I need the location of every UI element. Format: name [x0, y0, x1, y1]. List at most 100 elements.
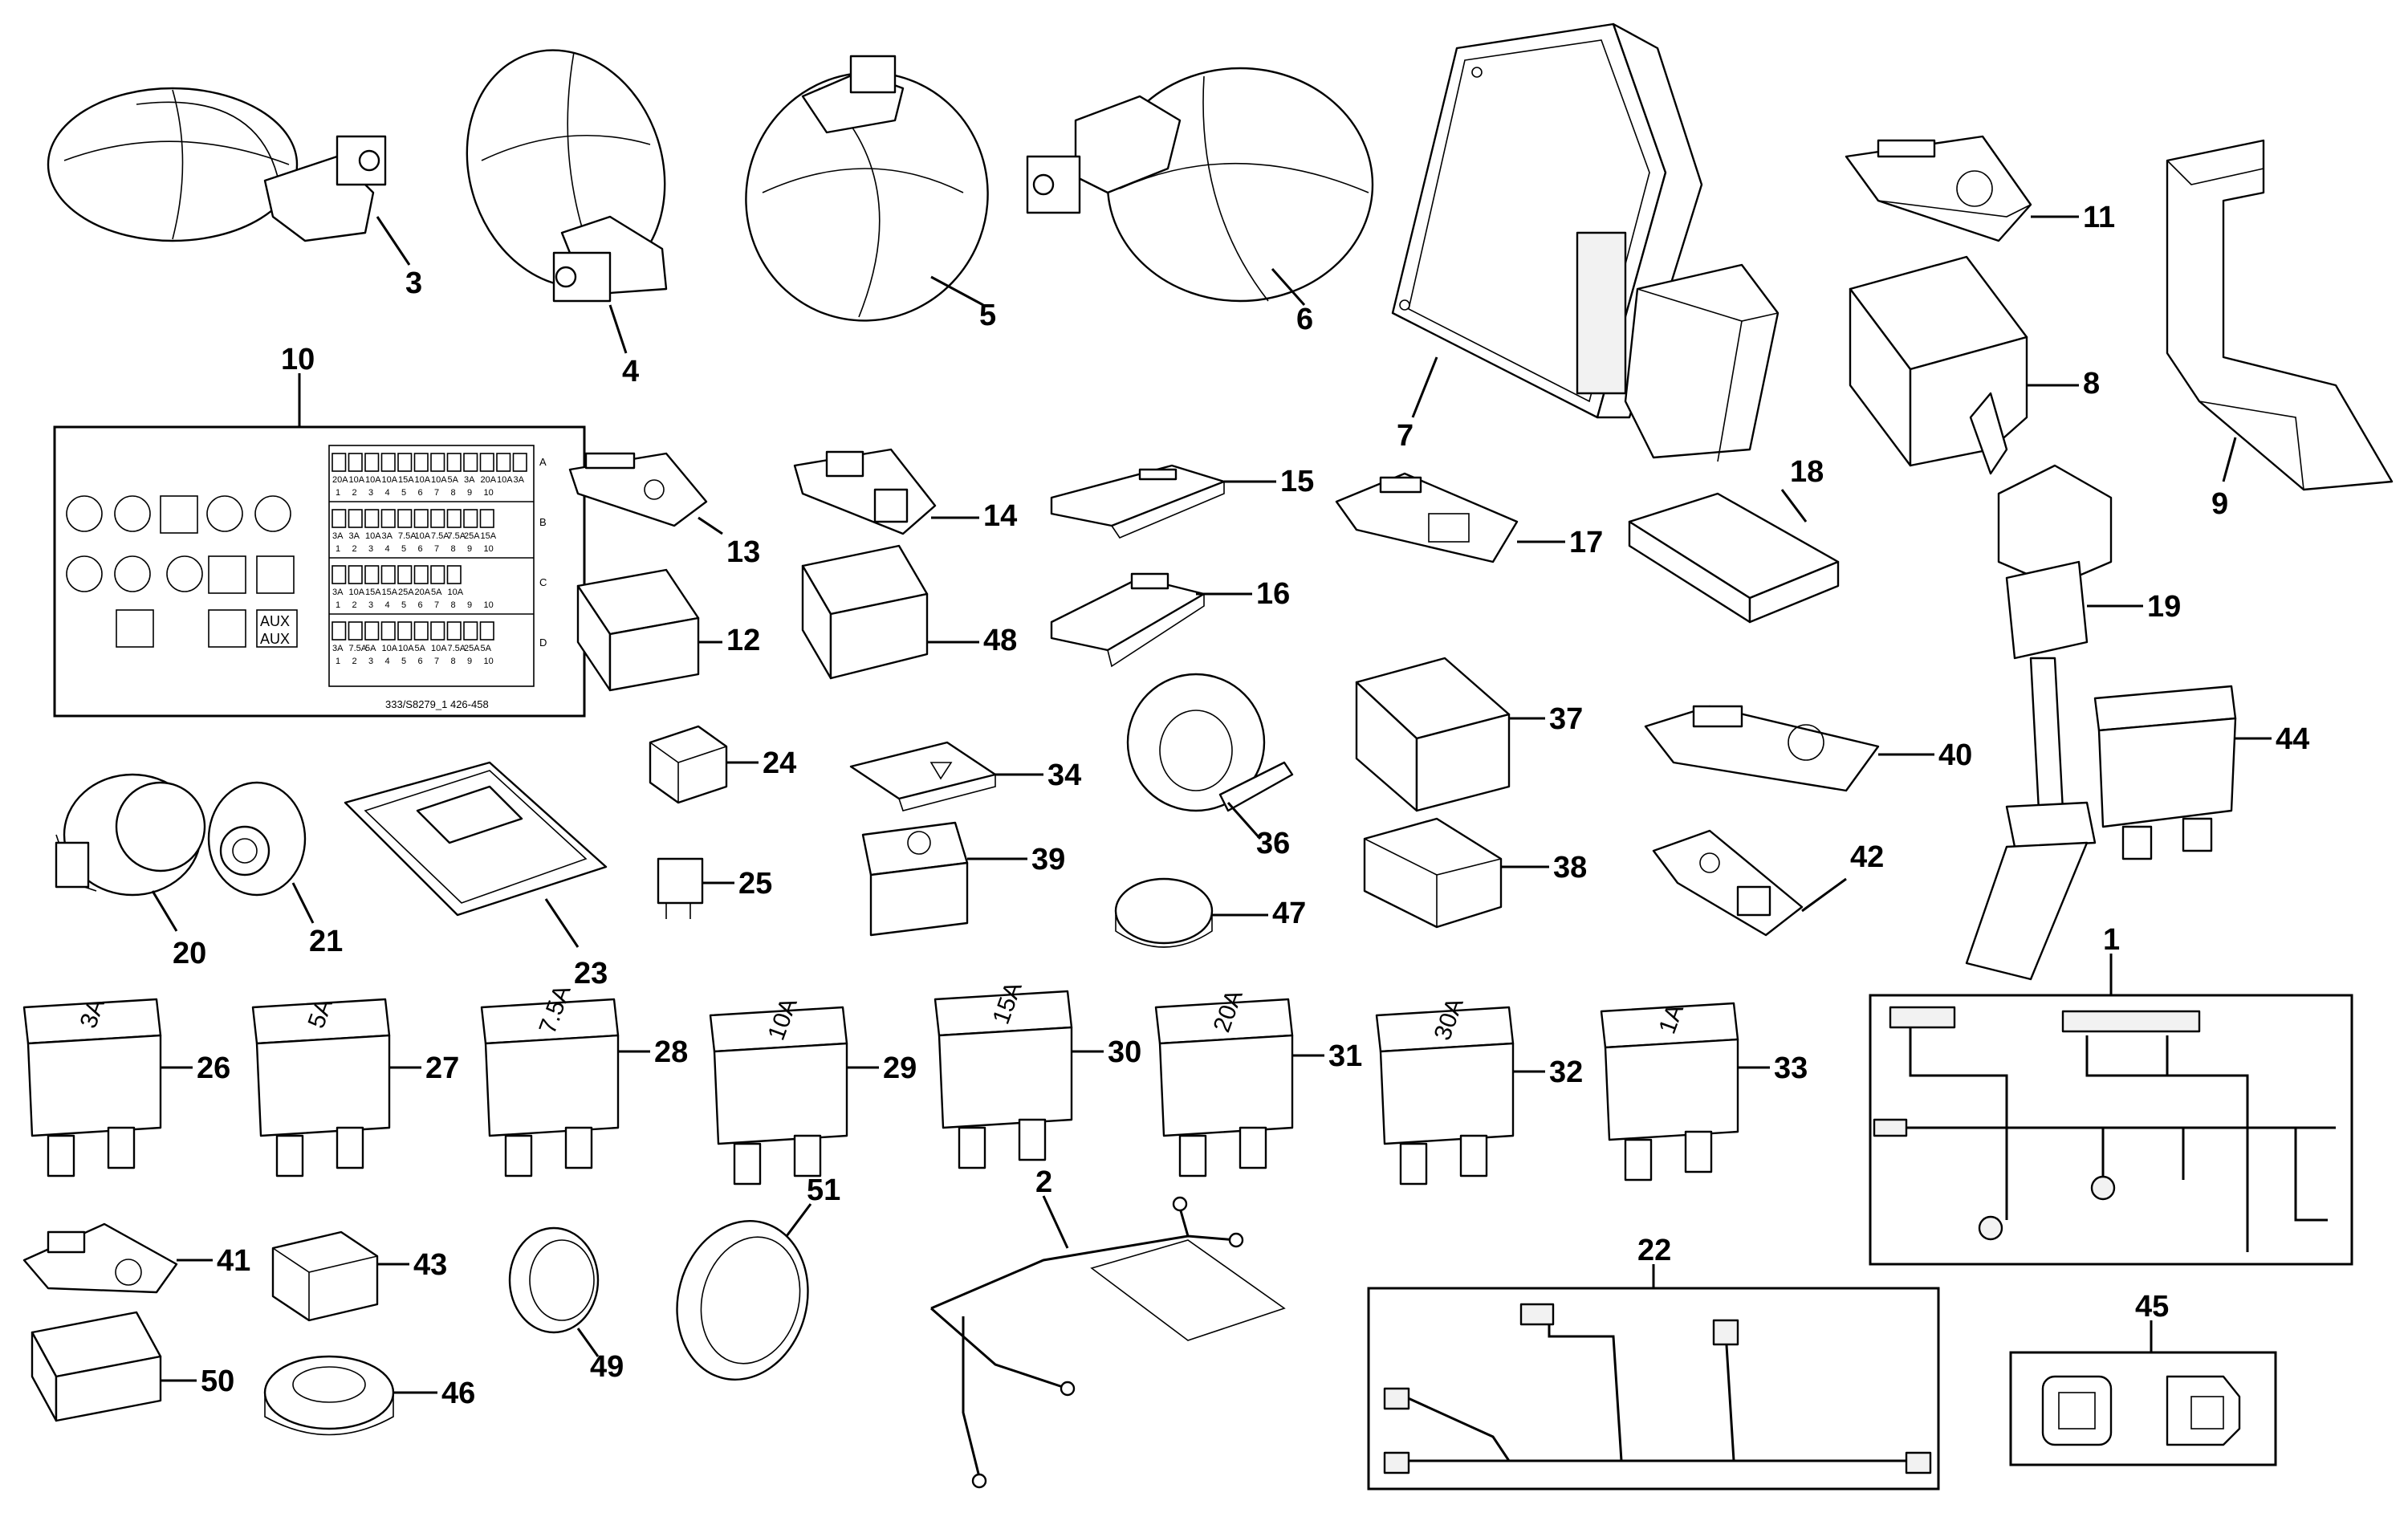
- row-label-d: D: [539, 636, 547, 649]
- fuse-symbol-4-5: [397, 621, 413, 641]
- fuse-column-number: 7: [434, 600, 439, 610]
- fuse-rating-cell: 3A: [514, 475, 525, 485]
- callout-23: 23: [574, 957, 608, 990]
- label-icons: AUX AUX: [66, 495, 298, 648]
- fuse-symbol-4-9: [463, 621, 478, 641]
- fuse-32: 30A: [1375, 994, 1545, 1186]
- fuse-column-number: 5: [401, 488, 406, 498]
- fuse-column-number: 1: [336, 600, 340, 610]
- fuse-rating-cell: 3A: [332, 644, 344, 653]
- rocker-switch-34: [849, 741, 1043, 811]
- callout-13: 13: [726, 535, 760, 569]
- fuse-symbol-1-12: [512, 453, 527, 472]
- callout-26: 26: [197, 1051, 230, 1085]
- rocker-switch-41: [22, 1222, 213, 1294]
- fuse-symbol-2-5: [397, 509, 413, 528]
- fuse-symbol-3-8: [446, 565, 462, 584]
- fuse-symbol-2-4: [380, 509, 396, 528]
- aux-label-2: AUX: [260, 631, 290, 647]
- callout-48: 48: [983, 624, 1017, 657]
- fuse-rating-cell: 10A: [448, 588, 464, 597]
- fuse-column-number: 10: [484, 488, 494, 498]
- fuse-rating-cell: 25A: [464, 531, 480, 541]
- callout-41: 41: [217, 1244, 250, 1278]
- callout-2: 2: [1035, 1165, 1052, 1199]
- fuse-column-number: 1: [336, 488, 340, 498]
- fuse-rating-cell: 20A: [415, 588, 431, 597]
- callout-15: 15: [1280, 465, 1314, 498]
- fuse-symbol-4-6: [413, 621, 429, 641]
- fuse-symbol-2-9: [463, 509, 478, 528]
- connector-38: [1363, 817, 1549, 929]
- fuse-column-number: 7: [434, 657, 439, 666]
- callout-1: 1: [2103, 923, 2120, 957]
- main-harness-1: [1869, 954, 2353, 1266]
- fuse-31: 20A: [1154, 986, 1324, 1177]
- callout-31: 31: [1328, 1039, 1362, 1073]
- fuse-column-number: 10: [484, 600, 494, 610]
- fuse-30: 15A: [934, 978, 1104, 1169]
- callout-49: 49: [590, 1350, 624, 1384]
- callout-12: 12: [726, 624, 760, 657]
- switch-housing-50: [31, 1311, 197, 1422]
- rocker-switch-23: [344, 761, 608, 948]
- callout-5: 5: [979, 299, 996, 332]
- fuse-column-number: 3: [368, 657, 373, 666]
- fuse-column-number: 1: [336, 657, 340, 666]
- fuse-symbol-1-2: [348, 453, 363, 472]
- callout-25: 25: [738, 867, 772, 901]
- rocker-switch-14: [793, 448, 979, 535]
- fuse-rating-cell: 7.5A: [398, 531, 417, 541]
- fuse-symbol-1-8: [446, 453, 462, 472]
- callout-7: 7: [1397, 419, 1413, 453]
- fuse-column-number: 6: [418, 600, 423, 610]
- fuse-column-number: 8: [451, 488, 456, 498]
- callout-36: 36: [1256, 827, 1290, 860]
- cover-18: [1628, 489, 1840, 624]
- fuse-rating-cell: 10A: [365, 531, 381, 541]
- fuse-column-number: 6: [418, 488, 423, 498]
- fuse-symbol-1-6: [413, 453, 429, 472]
- fuse-28: 7.5A: [480, 982, 650, 1177]
- fuse-rating-cell: 15A: [398, 475, 414, 485]
- callout-18: 18: [1790, 455, 1824, 489]
- callout-46: 46: [441, 1377, 475, 1410]
- callout-44: 44: [2276, 722, 2309, 756]
- fuse-rating-cell: 20A: [481, 475, 497, 485]
- switch-housing-37: [1355, 657, 1545, 812]
- callout-40: 40: [1938, 738, 1972, 772]
- fuse-symbol-2-1: [332, 509, 347, 528]
- fuse-column-number: 4: [385, 600, 390, 610]
- fuse-rating-cell: 7.5A: [448, 531, 466, 541]
- fuse-symbol-2-6: [413, 509, 429, 528]
- callout-labels: 3 4 5 6 7 8 9 11 10 13 12 14 48 15 16 17…: [173, 201, 2309, 1410]
- callout-4: 4: [622, 355, 639, 388]
- rocker-switch-17: [1335, 472, 1565, 563]
- callout-11: 11: [2083, 201, 2115, 234]
- connector-45: [2009, 1320, 2277, 1466]
- relay-43: [271, 1230, 409, 1322]
- fuse-rating-cell: 10A: [398, 644, 414, 653]
- fuse-symbol-4-8: [446, 621, 462, 641]
- fuse-symbol-1-11: [496, 453, 511, 472]
- fuse-rating-cell: 10A: [382, 644, 398, 653]
- fuse-column-number: 3: [368, 544, 373, 554]
- fuse-column-number: 6: [418, 657, 423, 666]
- callout-30: 30: [1108, 1035, 1141, 1069]
- callout-33: 33: [1774, 1051, 1808, 1085]
- callout-8: 8: [2083, 367, 2100, 401]
- fuse-column-number: 10: [484, 544, 494, 554]
- fuse-symbol-4-1: [332, 621, 347, 641]
- rocker-switch-11: [1845, 135, 2079, 242]
- callout-19: 19: [2147, 590, 2181, 624]
- fuse-33: 1A: [1600, 1001, 1770, 1181]
- fuse-symbol-1-9: [463, 453, 478, 472]
- callout-38: 38: [1553, 851, 1587, 885]
- fuse-rating-cell: 5A: [431, 588, 442, 597]
- fuse-29: 10A: [709, 994, 879, 1186]
- fuse-column-number: 5: [401, 657, 406, 666]
- fuse-rating-cell: 10A: [497, 475, 513, 485]
